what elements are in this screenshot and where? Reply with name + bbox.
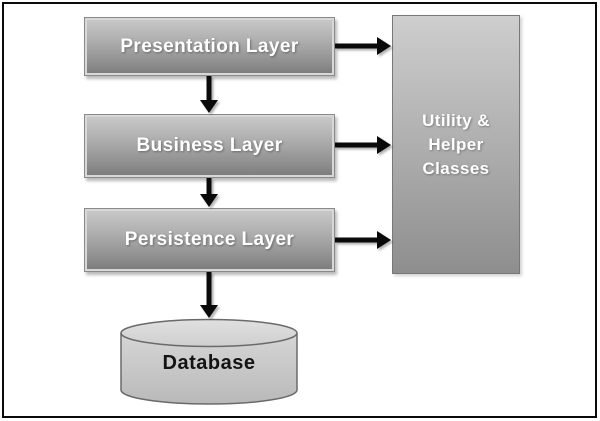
node-persistence-layer-label: Persistence Layer (124, 229, 295, 250)
node-business-layer: Business Layer (84, 114, 335, 178)
node-utility-helper-classes-label: Utility & Helper Classes (422, 110, 490, 178)
node-utility-helper-classes: Utility & Helper Classes (392, 15, 520, 274)
node-business-layer-label: Business Layer (136, 135, 283, 156)
node-database-cylinder-shape (120, 318, 298, 405)
node-presentation-layer: Presentation Layer (84, 17, 335, 76)
arrow-persistence-to-utility (335, 231, 391, 249)
node-presentation-layer-label: Presentation Layer (120, 35, 299, 57)
node-persistence-layer: Persistence Layer (84, 208, 335, 272)
arrow-presentation-to-utility (335, 37, 391, 55)
arrow-persistence-to-database (200, 272, 218, 318)
arrow-business-to-persistence (200, 178, 218, 207)
arrow-business-to-utility (335, 136, 391, 154)
arrow-presentation-to-business (200, 76, 218, 113)
node-database-label: Database (162, 352, 256, 374)
